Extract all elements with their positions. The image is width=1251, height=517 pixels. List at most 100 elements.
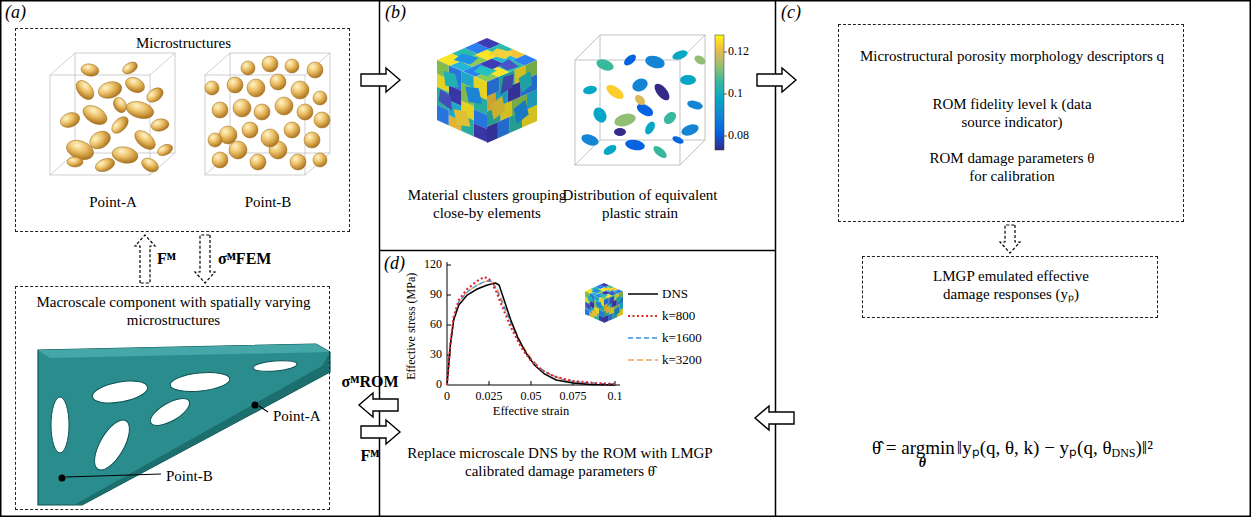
dashed-arrow [195,235,215,283]
plastic-strain-ellipsoids [604,82,626,102]
microstructure-a [73,77,98,103]
cluster-cube [437,38,537,143]
microstructure-a [123,74,147,95]
plastic-strain-ellipsoids [652,81,673,103]
microstructure-b [205,56,330,170]
microstructure-b [233,99,251,117]
plastic-strain-ellipsoids [644,54,666,71]
dashed-box: Microstructural porosity morphology desc… [838,24,1184,222]
colorbar-tick: 0.1 [728,86,758,101]
microstructure-b [242,122,258,138]
plastic-strain-ellipsoids [671,135,684,146]
axis-tick: 0 [425,389,469,404]
formula: θ̂ = argmin [872,436,955,459]
microstructure-b [254,104,270,120]
plastic-strain-ellipsoids [580,132,600,148]
axis-title: Effective strain [471,404,591,419]
formula: )‖² [1136,436,1153,459]
formula: DNS [1112,446,1136,461]
microstructure-a [50,53,175,175]
panel-label: (b) [385,2,425,24]
microstructure-b [205,153,230,175]
stress-strain-chart [447,265,451,266]
microstructure-b [304,132,320,148]
microstructure-b [212,152,228,168]
microstructure-b [247,79,265,97]
edge-label: σᴹROM [340,372,400,392]
microstructure-b [208,133,222,147]
microstructure-a [111,95,129,115]
bracket-illustration [38,344,330,505]
plastic-strain-ellipsoids [635,101,656,119]
colorbar [724,136,727,137]
microstructure-b [205,53,230,75]
plastic-strain-ellipsoids [686,99,704,111]
microstructure-a [67,157,83,167]
stress-strain-chart [585,283,623,323]
stress-strain-chart [531,381,532,385]
box-heading: Macroscale component with spatially vary… [26,293,321,330]
microstructure-a [86,128,113,153]
microstructure-b [205,53,330,175]
bracket-illustration [74,352,330,505]
microstructure-b [261,129,279,147]
bracket-illustration [51,359,297,475]
output-text: LMGP emulated effective damage responses… [916,267,1106,304]
plastic-strain-ellipsoids [630,76,650,94]
stress-strain-chart [489,381,490,385]
microstructure-a [58,60,174,175]
stress-strain-chart [447,262,448,385]
axis-tick: 0.075 [551,389,595,404]
microstructure-a [144,85,166,105]
microstructure-b [284,122,300,138]
bracket-illustration [38,344,330,505]
bracket-illustration [59,475,66,482]
microstructure-b [313,153,327,167]
microstructure-b [250,154,266,170]
microstructure-a [94,156,117,174]
panel-label: (a) [5,2,45,24]
microstructure-b [305,153,330,175]
microstructure-a [50,53,175,175]
microstructure-a [139,155,161,174]
stress-strain-chart [628,359,658,360]
plastic-strain-ellipsoids [614,128,626,136]
input-text: Microstructural porosity morphology desc… [847,47,1177,65]
bracket-illustration [146,393,193,431]
stress-strain-chart [628,337,658,338]
plastic-strain-ellipsoids [622,52,638,67]
input-text: ROM fidelity level k (data source indica… [927,95,1097,132]
plastic-strain-ellipsoids [633,93,647,107]
stress-strain-chart [447,262,620,385]
colorbar-tick: 0.08 [728,128,758,143]
panel-label: (d) [384,253,424,275]
microstructure-a [156,142,175,158]
microstructure-b [229,141,247,159]
microstructure-b [205,53,330,175]
plastic-strain-ellipsoids [651,144,668,160]
microstructure-b [290,154,306,170]
plastic-strain-ellipsoids [602,143,618,157]
cluster-cube [437,38,537,143]
microstructure-b [212,102,228,118]
microstructure-a [80,102,111,129]
dashed-arrow [135,235,155,283]
stress-strain-chart [628,315,658,317]
colorbar [724,52,727,53]
formula: ‖yₚ(q, θ, k) − yₚ(q, θ [957,436,1112,459]
panel-label: (c) [781,2,821,24]
legend-label: DNS [662,286,732,302]
plastic-strain-ellipsoids [643,120,657,136]
plastic-strain-ellipsoids [575,35,705,165]
colorbar [715,35,727,150]
axis-tick: 120 [412,257,442,272]
bracket-illustration [259,406,268,412]
bracket-illustration [51,397,69,453]
stress-strain-chart [628,293,658,295]
figure-panel: (a)MicrostructuresPoint-APoint-BMacrosca… [0,0,379,517]
microstructure-b [297,104,313,120]
microstructure-b [205,81,219,95]
block-arrow [361,420,400,444]
